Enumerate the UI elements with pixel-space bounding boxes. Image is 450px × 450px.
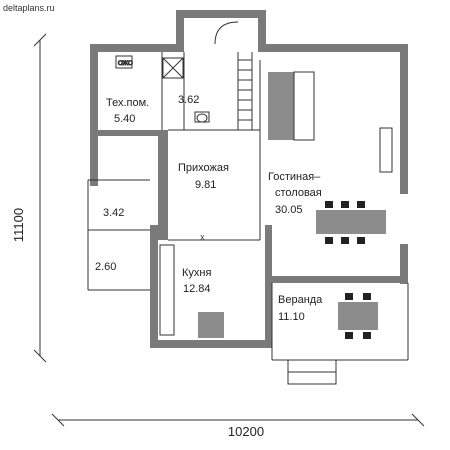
dimension-width: 10200 — [228, 424, 264, 439]
veranda-furniture — [338, 293, 378, 339]
staircase — [214, 21, 253, 130]
watermark-text: deltaplans.ru — [3, 3, 55, 13]
room-name-tech: Тех.пом. — [106, 97, 149, 109]
entrance-steps — [287, 359, 337, 385]
kitchen-furniture: Х — [159, 235, 224, 338]
bathroom-fixtures: ОЖО — [115, 55, 210, 123]
room-area-living: 30.05 — [275, 204, 303, 216]
room-labels: Тех.пом. 5.40 3.62 Прихожая 9.81 Гостина… — [95, 94, 323, 323]
room-area-wc: 3.62 — [178, 94, 199, 106]
room-name-living: Гостиная– — [268, 171, 321, 183]
room-name-hall: Прихожая — [178, 162, 229, 174]
room-name2-living: столовая — [275, 187, 322, 199]
interior-partitions — [87, 52, 409, 361]
fridge-label: Х — [200, 235, 205, 242]
exterior-walls — [90, 10, 408, 348]
room-area-hall: 9.81 — [195, 179, 216, 191]
room-area-store2: 2.60 — [95, 261, 116, 273]
room-area-kitchen: 12.84 — [183, 283, 211, 295]
dimension-height: 11100 — [11, 208, 26, 242]
washer-label: ОЖО — [118, 61, 133, 67]
living-furniture — [268, 71, 393, 244]
room-area-store1: 3.42 — [103, 207, 124, 219]
room-area-veranda: 11.10 — [278, 311, 305, 323]
dimension-lines — [33, 33, 425, 427]
room-name-veranda: Веранда — [278, 294, 323, 306]
room-name-kitchen: Кухня — [182, 267, 211, 279]
room-area-tech: 5.40 — [114, 113, 135, 125]
